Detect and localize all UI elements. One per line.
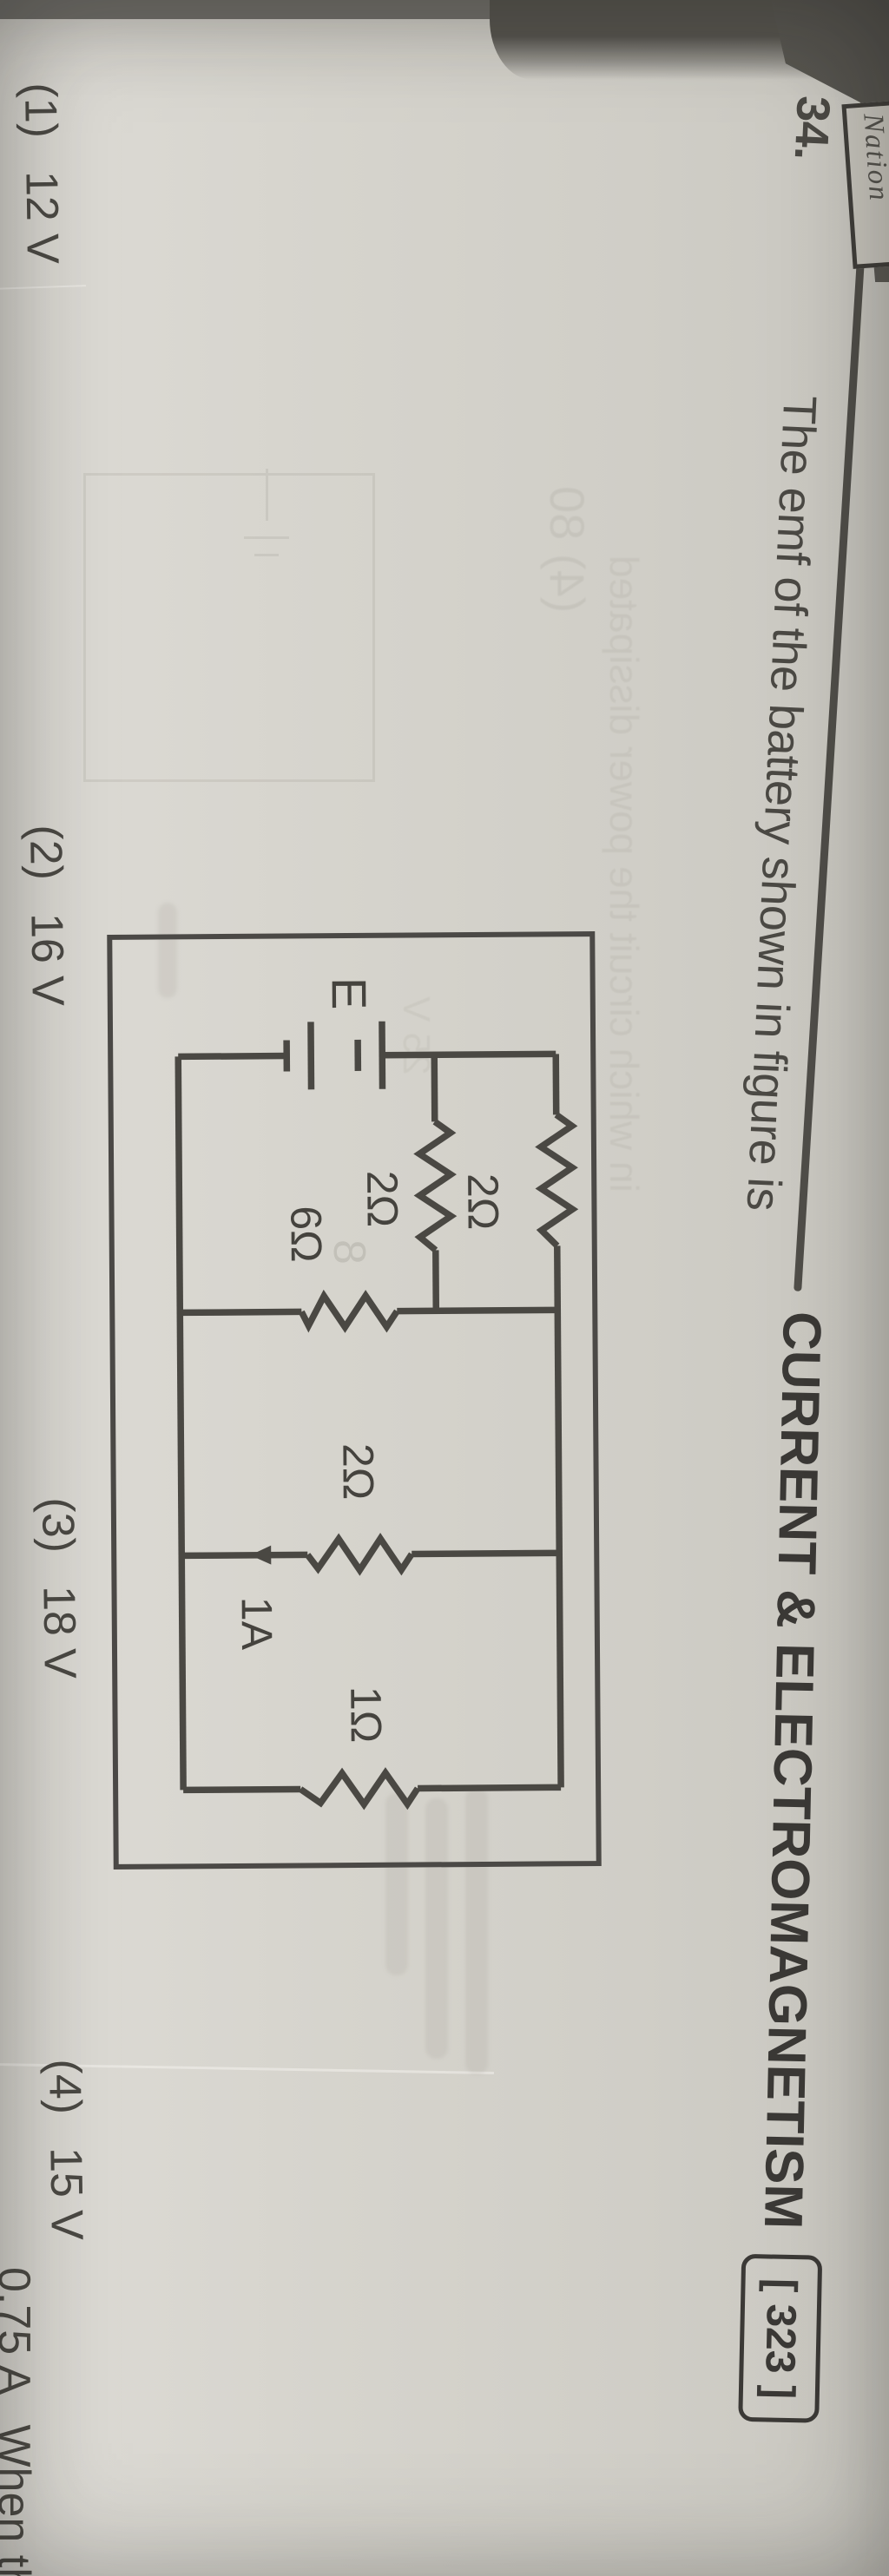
wire-lower-branch (431, 1055, 438, 1122)
wire-bottom-rail (175, 1056, 187, 1791)
option-3: (3) 18 V (31, 1497, 86, 1679)
wire-rung-lead (412, 1549, 560, 1558)
watermark-text: Nation (857, 112, 889, 203)
option-4-number: (4) (39, 2059, 90, 2115)
fragment-current: 0.75 A (0, 2267, 39, 2395)
next-question-fragment: 0.75 A When the switch 2 (0, 2267, 40, 2576)
circuit-figure: E 2Ω 2Ω 6Ω 2Ω 1A 1Ω (107, 931, 602, 1870)
wire-right-edge (418, 1784, 562, 1792)
option-4-value: 15 V (40, 2146, 92, 2241)
circuit-drawing (175, 1021, 579, 1810)
resistor-label-2ohm-rung: 2Ω (333, 1442, 383, 1501)
resistor-6ohm (298, 1289, 400, 1333)
question-number: 34. (784, 95, 840, 161)
wire-battery-lower (178, 1052, 287, 1061)
option-2-number: (2) (20, 825, 71, 881)
resistor-label-6ohm: 6Ω (281, 1206, 331, 1263)
ghost-text: (4) 80 (540, 486, 595, 614)
ghost-text: in which circuit the power dissipated (602, 555, 647, 1193)
resistor-1ohm (299, 1767, 421, 1810)
wire-junction (397, 1306, 558, 1315)
ghost-circuit-box (83, 469, 375, 782)
wire-6ohm-lead (180, 1308, 302, 1317)
wire-rung-lower (181, 1551, 308, 1560)
option-1-value: 12 V (16, 170, 68, 265)
option-1-number: (1) (15, 82, 66, 139)
wire-right-edge (183, 1785, 301, 1794)
option-3-value: 18 V (33, 1585, 85, 1679)
option-3-number: (3) (32, 1497, 83, 1554)
option-4: (4) 15 V (38, 2059, 93, 2240)
current-label: 1A (232, 1596, 282, 1651)
option-1: (1) 12 V (14, 82, 69, 264)
resistor-2ohm-lower (413, 1119, 458, 1253)
battery-emf-label: E (321, 976, 377, 1010)
chapter-title: CURRENT & ELECTROMAGNETISM (752, 1311, 833, 2230)
resistor-2ohm-rung (305, 1533, 415, 1576)
resistor-label-2ohm-upper: 2Ω (458, 1173, 508, 1231)
wire-top-rail (554, 1245, 564, 1788)
resistor-label-1ohm: 1Ω (341, 1686, 391, 1744)
page-number-badge: [ 323 ] (738, 2254, 823, 2423)
fragment-switch: When the switch 2 (0, 2424, 40, 2576)
resistor-2ohm-upper (535, 1112, 579, 1249)
current-arrow (250, 1545, 272, 1565)
battery-plate-long (307, 1022, 315, 1090)
wire-battery-upper (382, 1050, 556, 1059)
resistor-label-2ohm-lower: 2Ω (358, 1170, 407, 1228)
option-2-value: 16 V (21, 912, 73, 1007)
option-2: (2) 16 V (19, 825, 74, 1006)
